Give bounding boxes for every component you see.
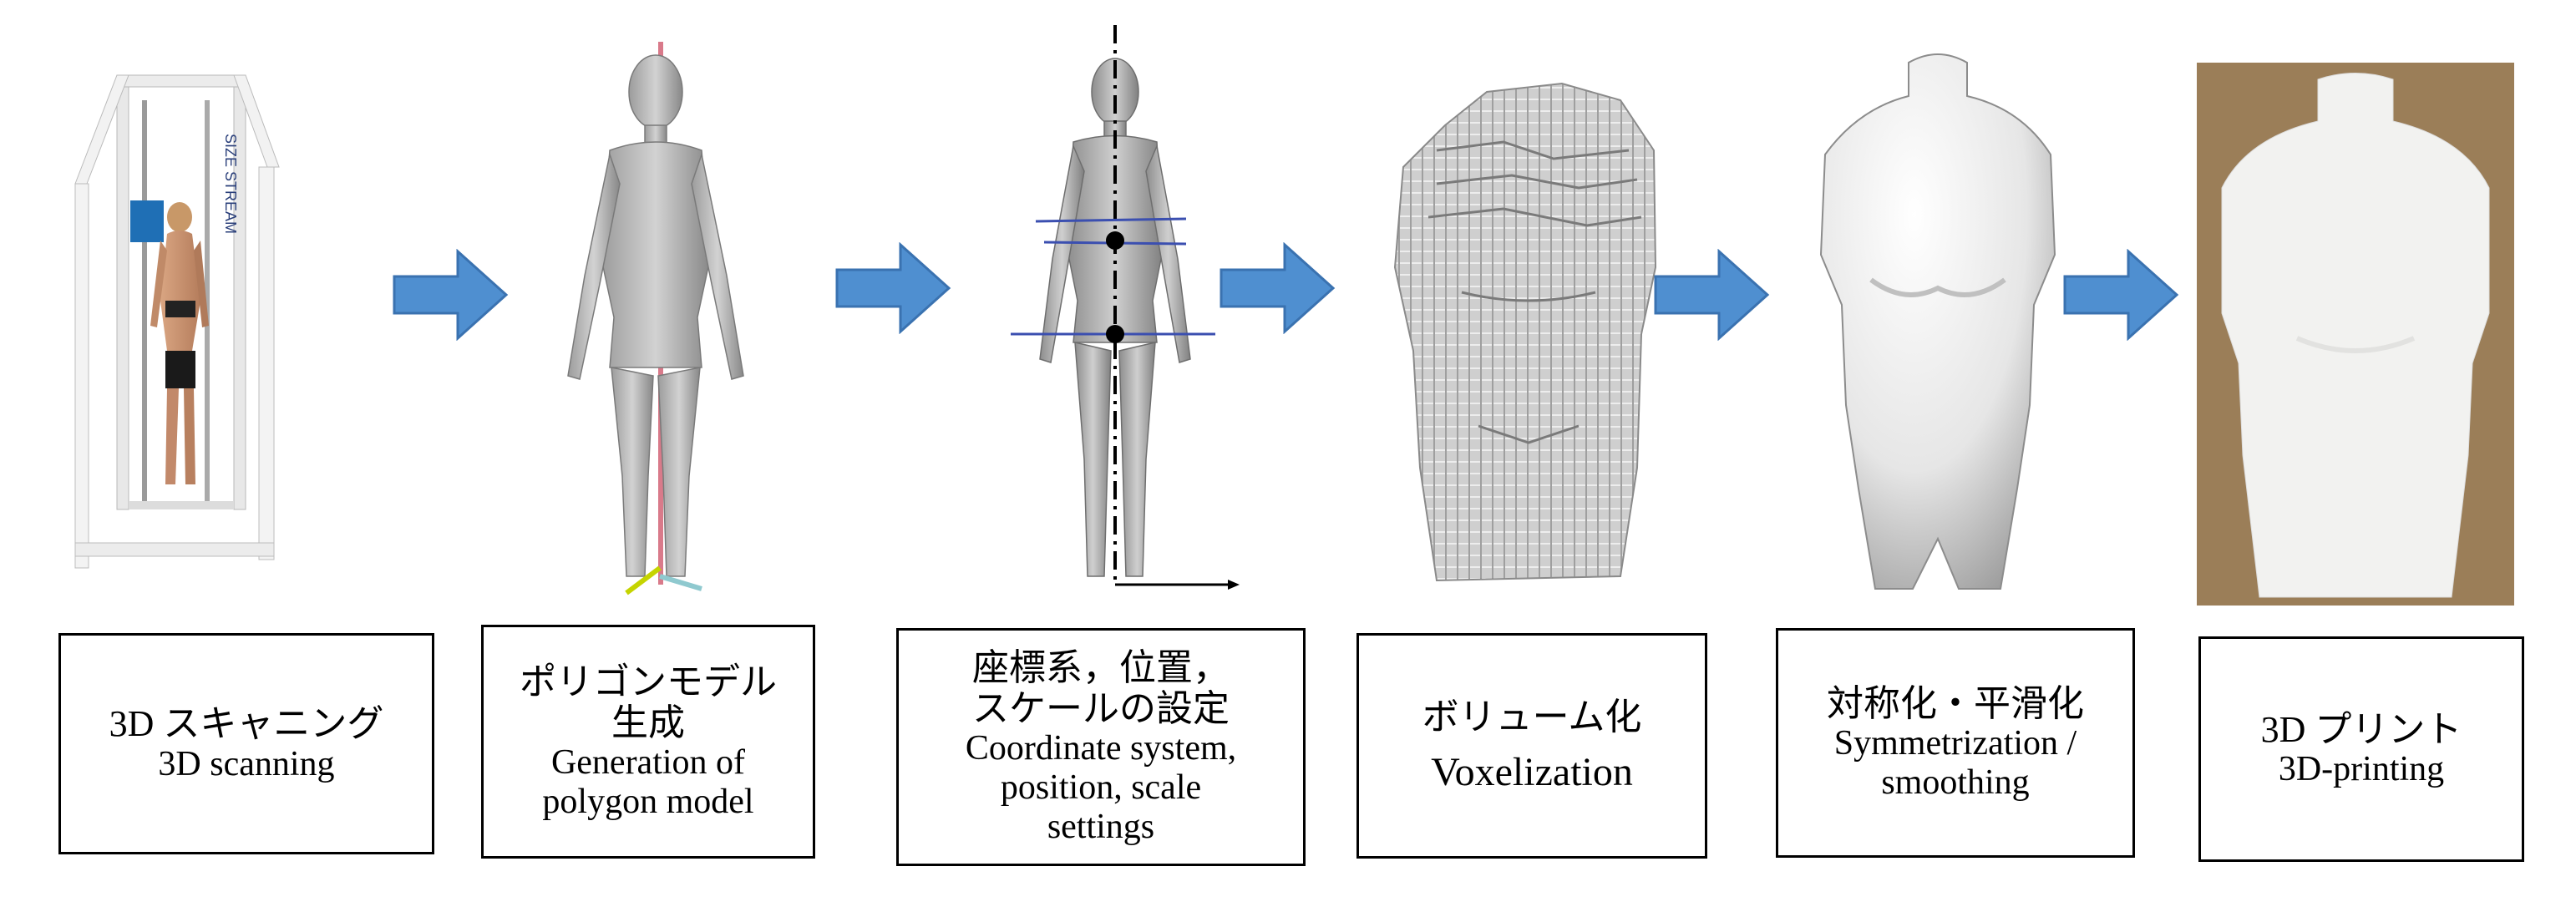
step-label-en: 3D-printing [2278, 750, 2445, 789]
step-box-voxelization: ボリューム化 Voxelization [1356, 633, 1707, 859]
smooth-torso-image [1813, 46, 2063, 606]
polygon-model-image [551, 42, 768, 601]
step-label-en: Coordinate system, position, scale setti… [965, 729, 1237, 847]
step-label-en: Voxelization [1431, 749, 1633, 794]
printed-torso-image [2197, 63, 2514, 606]
voxel-torso-image [1387, 75, 1662, 585]
scanner-brand-text: SIZE STREAM [222, 134, 239, 234]
step-label-jp: ボリューム化 [1422, 697, 1642, 738]
step-label-jp: 3D スキャニング [109, 703, 384, 745]
step-box-printing: 3D プリント 3D-printing [2198, 636, 2524, 862]
step-label-en: Generation of polygon model [542, 743, 754, 822]
step-label-jp: 3D プリント [2260, 708, 2462, 750]
arrow-4 [1654, 249, 1771, 341]
step-label-jp: ポリゴンモデル 生成 [520, 661, 777, 743]
step-label-en: Symmetrization / smoothing [1833, 724, 2077, 803]
step-box-polygon: ポリゴンモデル 生成 Generation of polygon model [481, 625, 815, 859]
arrow-1 [393, 249, 510, 341]
step-box-coordinate: 座標系，位置， スケールの設定 Coordinate system, posit… [896, 628, 1306, 866]
arrow-5 [2063, 249, 2180, 341]
coordinate-model-image [994, 25, 1245, 601]
arrow-3 [1220, 242, 1336, 334]
step-label-jp: 座標系，位置， スケールの設定 [972, 646, 1230, 729]
step-label-en: 3D scanning [158, 744, 335, 783]
step-box-scanning: 3D スキャニング 3D scanning [58, 633, 434, 854]
step-label-jp: 対称化・平滑化 [1827, 682, 2084, 724]
scanner-image: SIZE STREAM [67, 50, 284, 585]
arrow-2 [835, 242, 952, 334]
step-box-symmetrization: 対称化・平滑化 Symmetrization / smoothing [1776, 628, 2135, 858]
